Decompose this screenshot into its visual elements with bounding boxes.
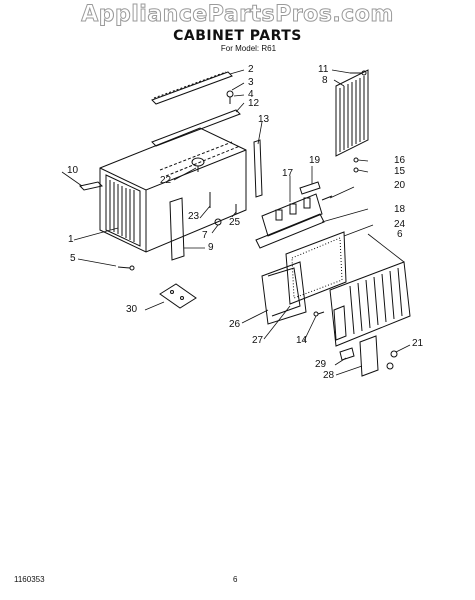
screw-part (313, 311, 325, 317)
side-bar-part (253, 139, 263, 198)
screw-part (226, 90, 234, 104)
callout-19: 19 (309, 155, 321, 166)
callout-4: 4 (248, 89, 254, 100)
callout-2: 2 (248, 64, 254, 75)
callout-26: 26 (229, 319, 241, 330)
callout-25: 25 (229, 217, 241, 228)
callout-29: 29 (315, 359, 327, 370)
callout-10: 10 (67, 165, 79, 176)
callout-15: 15 (394, 166, 406, 177)
callout-8: 8 (322, 75, 328, 86)
frame-part (255, 213, 325, 249)
callout-16: 16 (394, 155, 406, 166)
callout-22: 22 (160, 175, 172, 186)
callout-27: 27 (252, 335, 264, 346)
callout-12: 12 (248, 98, 260, 109)
side-panel-part (169, 197, 185, 261)
callout-1: 1 (68, 234, 74, 245)
knob-assembly-part (339, 335, 398, 377)
page-title: CABINET PARTS (173, 28, 302, 44)
callout-24: 24 (394, 219, 406, 230)
bracket-part (159, 283, 197, 309)
callout-13: 13 (258, 114, 270, 125)
callout-17: 17 (282, 168, 294, 179)
rail-part (151, 109, 241, 147)
page-number: 6 (233, 575, 238, 584)
filter-part (285, 231, 347, 305)
mounting-bracket-part (79, 181, 103, 191)
callout-21: 21 (412, 338, 424, 349)
callout-6: 6 (397, 229, 403, 240)
cabinet-shell-part (99, 127, 247, 253)
footer-part-number: 1160353 (14, 575, 45, 584)
slide-rail-part (299, 181, 321, 195)
control-bracket-part (261, 193, 323, 237)
callout-14: 14 (296, 335, 308, 346)
front-grille-part (329, 261, 411, 347)
watermark-logo: AppliancePartsPros.com (81, 2, 394, 28)
callout-9: 9 (208, 242, 214, 253)
callout-28: 28 (323, 370, 335, 381)
callout-3: 3 (248, 77, 254, 88)
screw-part (117, 265, 135, 271)
callout-18: 18 (394, 204, 406, 215)
model-subtitle: For Model: R61 (220, 44, 277, 53)
filter-frame-part (261, 261, 307, 325)
callout-23: 23 (188, 211, 200, 222)
knob-part (191, 157, 205, 172)
top-rail-part (151, 71, 233, 105)
leader-lines (61, 69, 411, 376)
callout-30: 30 (126, 304, 138, 315)
rear-grille-part (335, 69, 369, 157)
callout-7: 7 (202, 230, 208, 241)
callout-5: 5 (70, 253, 76, 264)
callout-11: 11 (318, 64, 329, 75)
callout-20: 20 (394, 180, 406, 191)
